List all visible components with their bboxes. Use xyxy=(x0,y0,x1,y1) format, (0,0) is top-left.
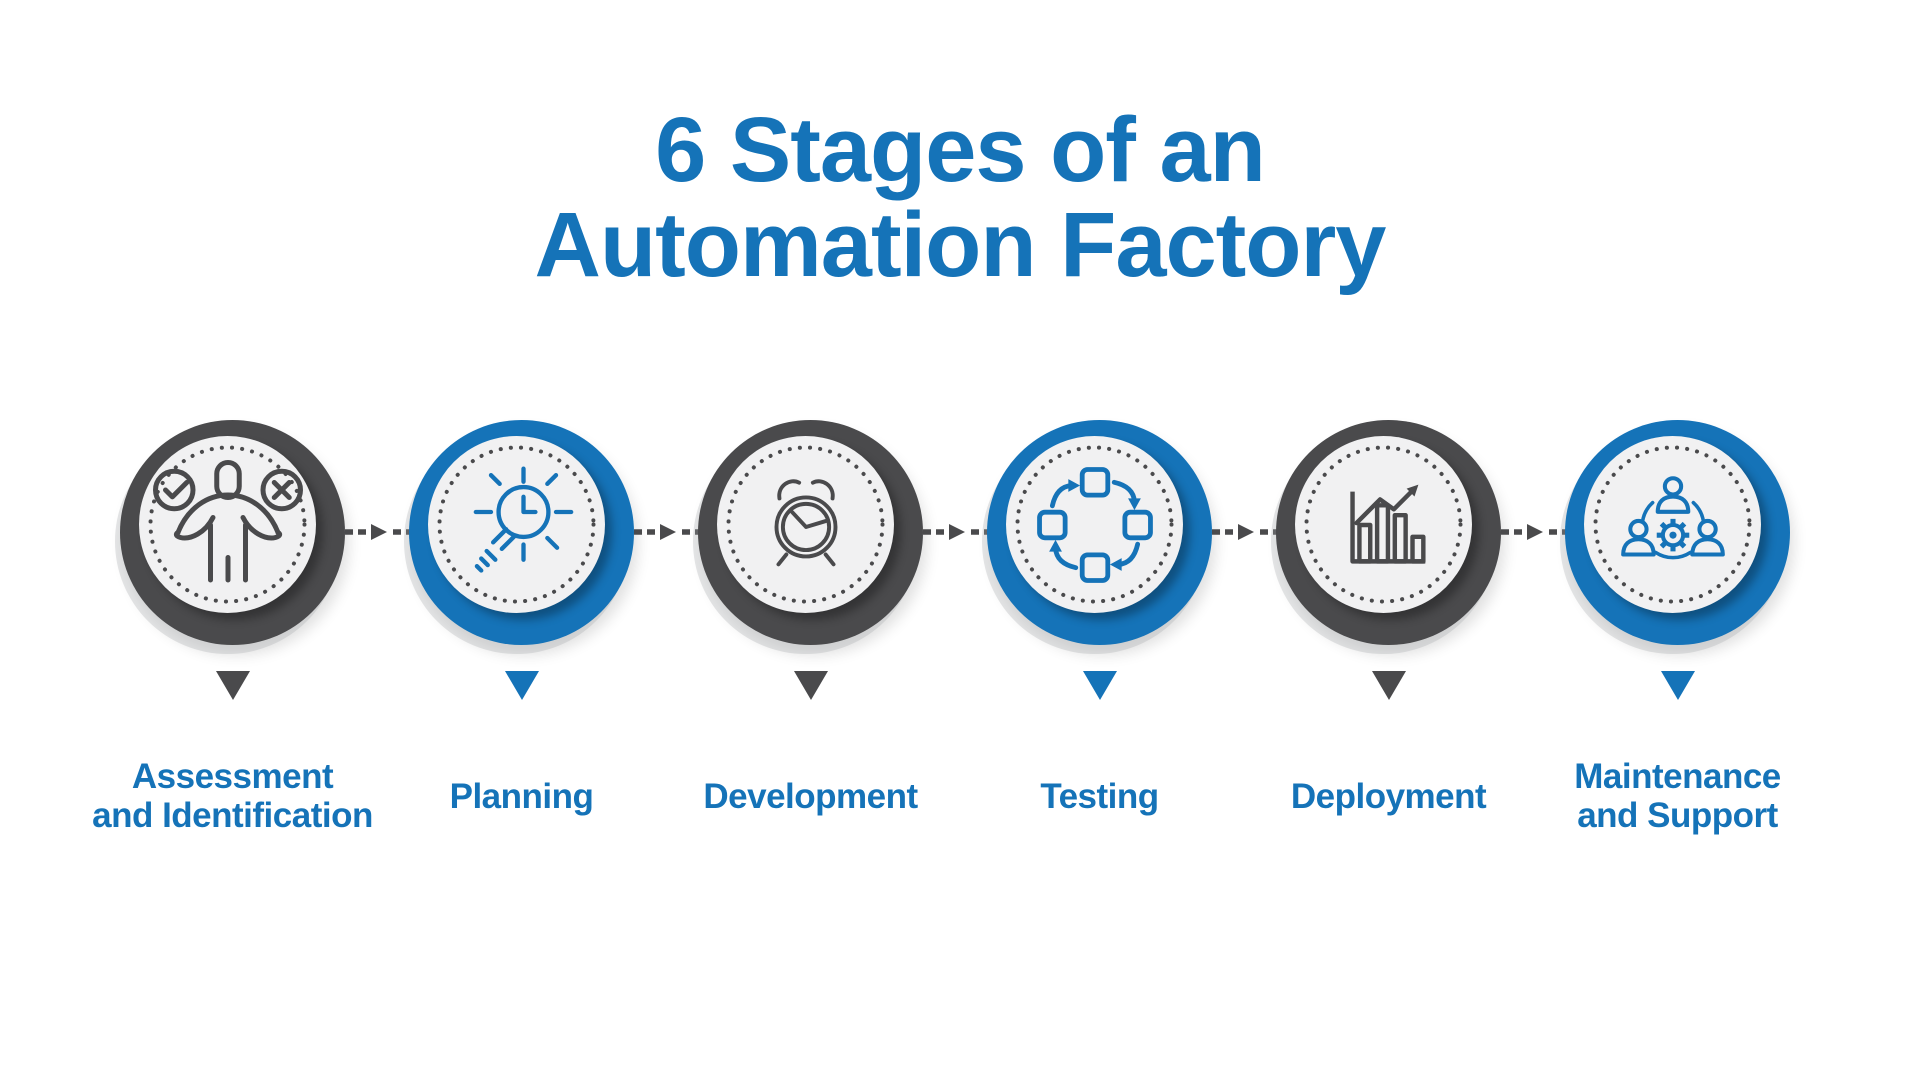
stage-badge-inner xyxy=(1584,436,1761,613)
stage-label-line2: and Identification xyxy=(92,796,373,835)
stage-badge-inner xyxy=(717,436,894,613)
stage-badge-inner xyxy=(1006,436,1183,613)
stage-badge xyxy=(987,420,1212,645)
stage-6: Maintenance and Support xyxy=(1533,420,1822,837)
stage-label-line1: Maintenance xyxy=(1574,757,1781,796)
stage-label-line1: Planning xyxy=(449,776,594,816)
person-check-x-icon xyxy=(152,459,303,582)
stage-label: Planning xyxy=(357,755,687,837)
stage-badge xyxy=(1565,420,1790,645)
stage-label: Assessment and Identification xyxy=(68,755,398,837)
pointer-triangle xyxy=(1082,671,1117,700)
stage-label-line1: Testing xyxy=(1040,776,1159,816)
dotted-ring xyxy=(1304,445,1463,604)
stage-2: Planning xyxy=(377,420,700,837)
stage-badge xyxy=(120,420,345,645)
dotted-ring xyxy=(148,445,307,604)
stage-badge-inner xyxy=(139,436,316,613)
stage-3: Development xyxy=(666,420,989,837)
pointer-triangle xyxy=(1371,671,1406,700)
stage-label-line2: and Support xyxy=(1577,796,1778,835)
dotted-ring xyxy=(1593,445,1752,604)
page-title-line2: Automation Factory xyxy=(534,194,1387,296)
stage-label-line1: Development xyxy=(703,776,918,816)
alarm-clock-icon xyxy=(774,478,837,566)
pointer-triangle xyxy=(215,671,250,700)
stage-badge xyxy=(698,420,923,645)
pointer-triangle xyxy=(793,671,828,700)
arrow-connector xyxy=(1501,524,1567,540)
stage-label-line1: Deployment xyxy=(1290,776,1487,816)
stage-4: Testing xyxy=(955,420,1278,837)
dotted-ring xyxy=(726,445,885,604)
stage-label: Deployment xyxy=(1224,755,1554,837)
arrow-connector xyxy=(345,524,411,540)
dotted-ring xyxy=(1015,445,1174,604)
arrow-connector xyxy=(1212,524,1278,540)
bar-chart-growth-icon xyxy=(1349,484,1426,564)
stage-1: Assessment and Identification xyxy=(88,420,411,837)
pointer-triangle xyxy=(504,671,539,700)
stage-label-line1: Assessment xyxy=(131,757,334,796)
arrow-connector xyxy=(634,524,700,540)
page-title: 6 Stages of an Automation Factory xyxy=(0,103,1920,293)
process-cycle-icon xyxy=(1036,466,1153,583)
team-gear-icon xyxy=(1620,475,1725,559)
stage-label: Testing xyxy=(935,755,1265,837)
page-title-line1: 6 Stages of an xyxy=(655,99,1266,201)
stages-row: Assessment and Identification xyxy=(88,420,1822,837)
stage-badge-inner xyxy=(428,436,605,613)
lightbulb-clock-icon xyxy=(473,466,573,573)
stage-badge-inner xyxy=(1295,436,1472,613)
stage-badge xyxy=(409,420,634,645)
stage-label: Maintenance and Support xyxy=(1513,755,1843,837)
stage-5: Deployment xyxy=(1244,420,1567,837)
dotted-ring xyxy=(437,445,596,604)
pointer-triangle xyxy=(1660,671,1695,700)
stage-badge xyxy=(1276,420,1501,645)
stage-label: Development xyxy=(646,755,976,837)
arrow-connector xyxy=(923,524,989,540)
